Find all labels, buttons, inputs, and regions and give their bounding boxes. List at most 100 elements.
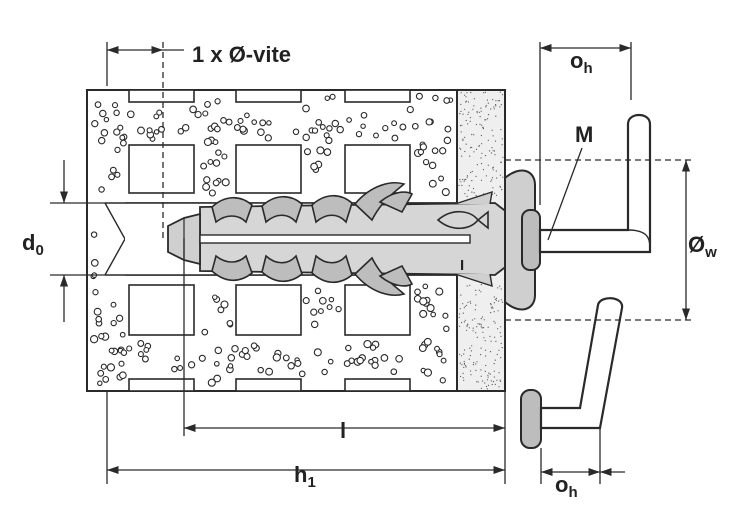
texture-dot <box>302 104 310 113</box>
texture-dot <box>207 158 214 165</box>
plaster-dot <box>476 164 478 166</box>
plaster-dot <box>470 171 472 174</box>
anchor-teeth-upper <box>211 182 414 224</box>
texture-dot <box>108 347 115 354</box>
plaster-dot <box>470 91 472 94</box>
plaster-dot <box>466 285 468 287</box>
texture-dot <box>310 320 319 329</box>
plaster-dot <box>463 307 465 309</box>
plaster-dot <box>487 384 490 386</box>
plaster-dot <box>498 372 500 374</box>
plaster-dot <box>499 379 501 381</box>
brick-texture-dots <box>89 92 454 387</box>
plaster-dot <box>493 302 495 304</box>
texture-dot <box>282 354 290 362</box>
plaster-dot <box>468 358 470 360</box>
plaster-dot <box>490 152 493 154</box>
thread-label: M <box>575 122 593 147</box>
plaster-dot <box>480 324 482 326</box>
plaster-dot <box>490 307 492 309</box>
plaster-dot <box>463 349 466 351</box>
dimension-labels: 1 x Ø-vite oh M Øw d0 l h1 oh <box>22 42 717 501</box>
texture-dot <box>259 119 267 127</box>
plaster-dot <box>496 194 498 196</box>
plaster-dot <box>484 370 486 372</box>
plaster-dot <box>490 312 492 314</box>
plaster-dot <box>471 319 473 321</box>
texture-dot <box>326 125 333 132</box>
texture-dot <box>137 351 144 358</box>
plaster-dot <box>491 177 494 179</box>
plaster-dot <box>500 288 502 290</box>
texture-dot <box>100 363 107 370</box>
plaster-dot <box>502 176 504 178</box>
plaster-dot <box>462 312 464 314</box>
plaster-dot <box>502 156 504 158</box>
plaster-dot <box>474 318 476 320</box>
texture-dot <box>345 344 352 352</box>
dimension-lines <box>50 42 695 484</box>
plaster-dot <box>501 347 503 349</box>
plaster-dot <box>467 113 469 115</box>
plaster-dot <box>501 94 504 96</box>
plaster-texture-dots <box>458 91 504 390</box>
plaster-dot <box>495 297 497 299</box>
texture-dot <box>418 344 427 353</box>
plaster-dot <box>497 328 499 330</box>
plaster-dot <box>459 179 461 181</box>
plaster-dot <box>498 386 500 388</box>
plaster-dot <box>475 294 477 296</box>
plaster-dot <box>470 350 472 352</box>
plaster-dot <box>465 143 467 145</box>
texture-dot <box>265 367 274 376</box>
texture-dot <box>98 186 105 193</box>
texture-dot <box>94 101 102 108</box>
texture-dot <box>202 110 209 117</box>
plaster-dot <box>480 179 482 181</box>
texture-dot <box>328 296 335 303</box>
texture-dot <box>237 117 244 124</box>
texture-dot <box>251 119 258 125</box>
texture-dot <box>217 306 225 314</box>
plaster-dot <box>481 316 483 318</box>
plaster-dot <box>468 327 470 329</box>
texture-dot <box>99 109 107 118</box>
texture-dot <box>438 175 445 182</box>
texture-dot <box>244 112 250 119</box>
plaster-dot <box>475 369 477 371</box>
texture-dot <box>356 356 364 365</box>
plaster-dot <box>493 363 495 365</box>
texture-dot <box>319 124 326 130</box>
plaster-dot <box>499 174 501 176</box>
plaster-dot <box>473 98 475 100</box>
plaster-dot <box>492 381 495 383</box>
plaster-dot <box>462 303 464 305</box>
texture-dot <box>444 125 452 133</box>
plaster-dot <box>480 157 482 159</box>
plaster-dot <box>464 150 466 153</box>
plaster-dot <box>480 110 482 112</box>
plaster-dot <box>469 300 471 302</box>
texture-dot <box>371 361 379 369</box>
plaster-dot <box>470 302 472 304</box>
plaster-dot <box>490 304 492 306</box>
texture-dot <box>287 362 295 370</box>
plaster-dot <box>494 383 496 385</box>
plaster-dot <box>479 116 481 118</box>
texture-dot <box>198 354 206 362</box>
plaster-dot <box>466 304 468 306</box>
texture-dot <box>326 304 333 311</box>
texture-dot <box>203 176 211 184</box>
plaster-dot <box>496 177 498 179</box>
plaster-dot <box>464 319 466 321</box>
plaster-dot <box>461 184 463 186</box>
plaster-dot <box>471 133 473 136</box>
plaster-dot <box>488 150 491 152</box>
texture-dot <box>415 92 423 100</box>
plaster-dot <box>480 163 483 165</box>
texture-dot <box>187 361 196 369</box>
texture-dot <box>137 126 145 135</box>
plaster-dot <box>476 326 478 328</box>
plaster-dot <box>461 321 463 324</box>
